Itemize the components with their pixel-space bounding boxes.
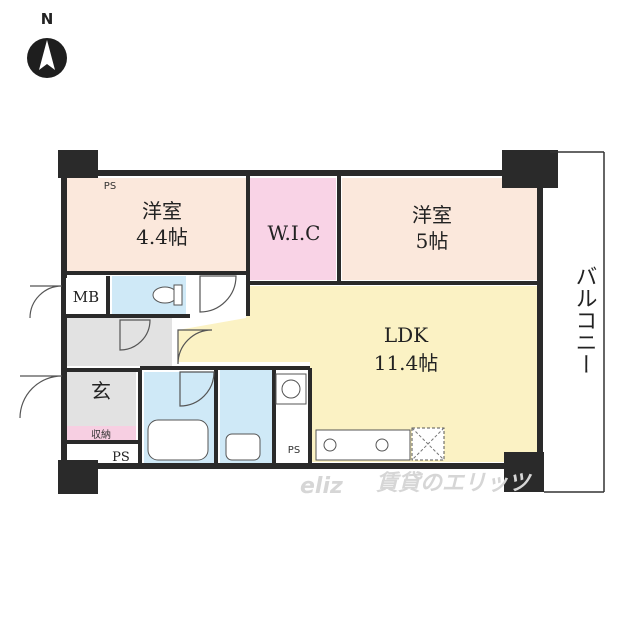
washing-machine-icon xyxy=(275,373,307,405)
ldk-name: LDK xyxy=(384,323,429,347)
doors xyxy=(19,275,237,419)
wic-floor xyxy=(250,178,336,280)
balcony-label: バルコニー xyxy=(572,265,597,375)
column-top-right xyxy=(502,150,558,188)
ps-top-label: PS xyxy=(104,181,116,192)
storage-floor xyxy=(66,426,136,440)
washbasin-icon xyxy=(225,433,261,461)
fixtures xyxy=(147,284,445,461)
column-bottom-left xyxy=(58,460,98,494)
bathtub-icon xyxy=(147,419,209,461)
storage-label: 収納 xyxy=(91,428,111,441)
column-top-left xyxy=(58,150,98,178)
watermark-logo: eliz xyxy=(300,474,343,499)
wic-label: W.I.C xyxy=(268,221,321,245)
toilet-tank xyxy=(173,284,183,306)
stove-icon xyxy=(375,438,389,452)
entrance-label: 玄 xyxy=(91,379,111,403)
toilet-icon xyxy=(152,286,178,304)
ldk-size: 11.4帖 xyxy=(374,351,439,375)
compass: N xyxy=(27,10,67,78)
western-room-2-name: 洋室 xyxy=(412,203,452,227)
north-label: N xyxy=(41,10,54,28)
mb-label: MB xyxy=(73,288,99,306)
western-room-1-floor xyxy=(66,178,246,272)
ps-bottom-label: PS xyxy=(112,450,130,465)
western-room-1-name: 洋室 xyxy=(142,199,182,223)
mb-box xyxy=(66,278,106,314)
ps-bath-label: PS xyxy=(288,445,300,456)
kitchen-counter xyxy=(315,429,411,461)
entrance-floor xyxy=(66,372,136,426)
column-bottom-right xyxy=(504,452,544,492)
washing-machine-drum xyxy=(281,379,301,399)
ldk-floor xyxy=(178,286,538,462)
western-room-2-size: 5帖 xyxy=(416,229,449,253)
hallway-floor xyxy=(66,318,172,366)
north-arrow-icon xyxy=(39,40,55,70)
balcony: バルコニー xyxy=(544,151,605,493)
watermark-text: 賃貸のエリッツ xyxy=(376,470,533,496)
western-room-1-size: 4.4帖 xyxy=(136,225,188,249)
western-room-2-floor xyxy=(342,178,538,280)
interior-walls xyxy=(66,176,538,464)
sink-icon xyxy=(323,438,337,452)
